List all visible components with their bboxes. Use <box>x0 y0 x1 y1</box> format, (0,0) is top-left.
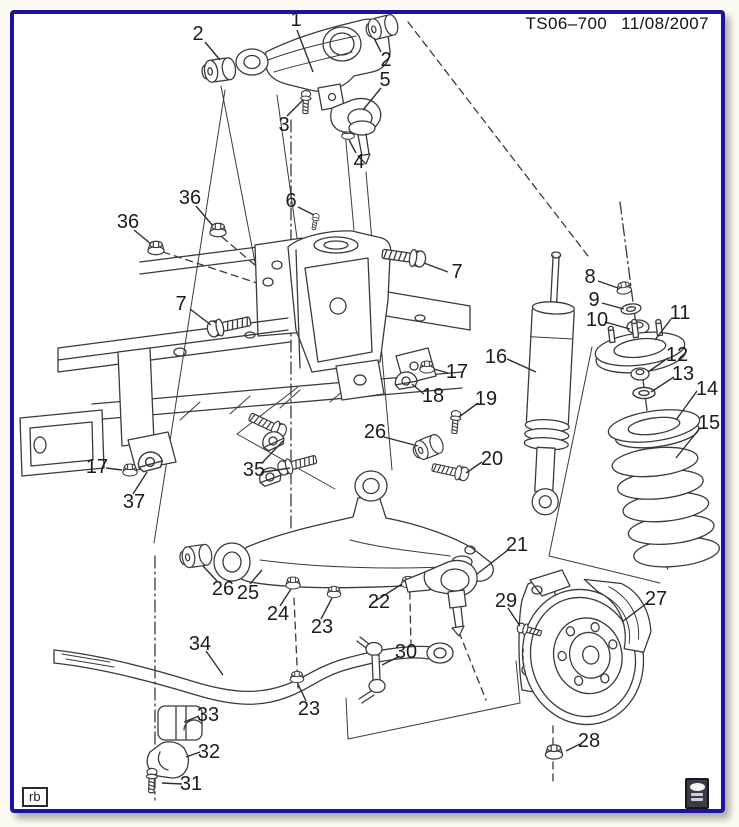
frame-assembly <box>19 230 471 477</box>
publisher-logo <box>685 778 709 809</box>
document-number: TS06–700 <box>525 14 608 33</box>
document-date: 11/08/2007 <box>621 14 709 33</box>
nut-23-upper <box>326 585 342 599</box>
title-block: TS06–700 11/08/2007 <box>526 14 709 34</box>
logo-oval <box>689 783 705 791</box>
nut-8 <box>615 280 633 296</box>
upper-mount-11 <box>594 318 687 374</box>
logo-bar <box>691 793 703 796</box>
shock-absorber <box>523 251 576 516</box>
bolt-6 <box>309 212 321 231</box>
nut-17-right <box>419 360 435 374</box>
nut-23-lower <box>289 670 305 684</box>
washer-13 <box>632 386 656 400</box>
bushing-26-rear <box>409 432 447 463</box>
stabilizer-bushing-33 <box>157 705 203 741</box>
stabilizer-bar-group <box>53 636 454 794</box>
lower-control-arm <box>177 409 494 589</box>
lower-ball-joint <box>404 559 478 637</box>
spring-seat-14 <box>607 409 701 449</box>
strut-stack <box>523 251 720 568</box>
coil-spring-15 <box>611 446 720 568</box>
upper-control-arm <box>199 12 401 165</box>
nut-28 <box>544 744 564 760</box>
stabilizer-clamp-32 <box>146 741 190 779</box>
leader-lines <box>105 29 701 785</box>
nut-24 <box>285 576 301 590</box>
logo-bar <box>691 798 703 801</box>
author-initials-box: rb <box>22 787 48 807</box>
bushing-12 <box>630 367 650 381</box>
knuckle-rotor <box>515 569 652 760</box>
bolt-19 <box>448 409 462 435</box>
bushing-26-front <box>177 542 214 570</box>
bolt-31 <box>145 767 159 794</box>
stabilizer-link-30 <box>356 636 386 704</box>
cam-bolt-35b <box>275 451 319 478</box>
bolt-20 <box>430 459 471 483</box>
nut-17-left <box>122 463 138 477</box>
upper-ball-joint <box>330 97 382 165</box>
